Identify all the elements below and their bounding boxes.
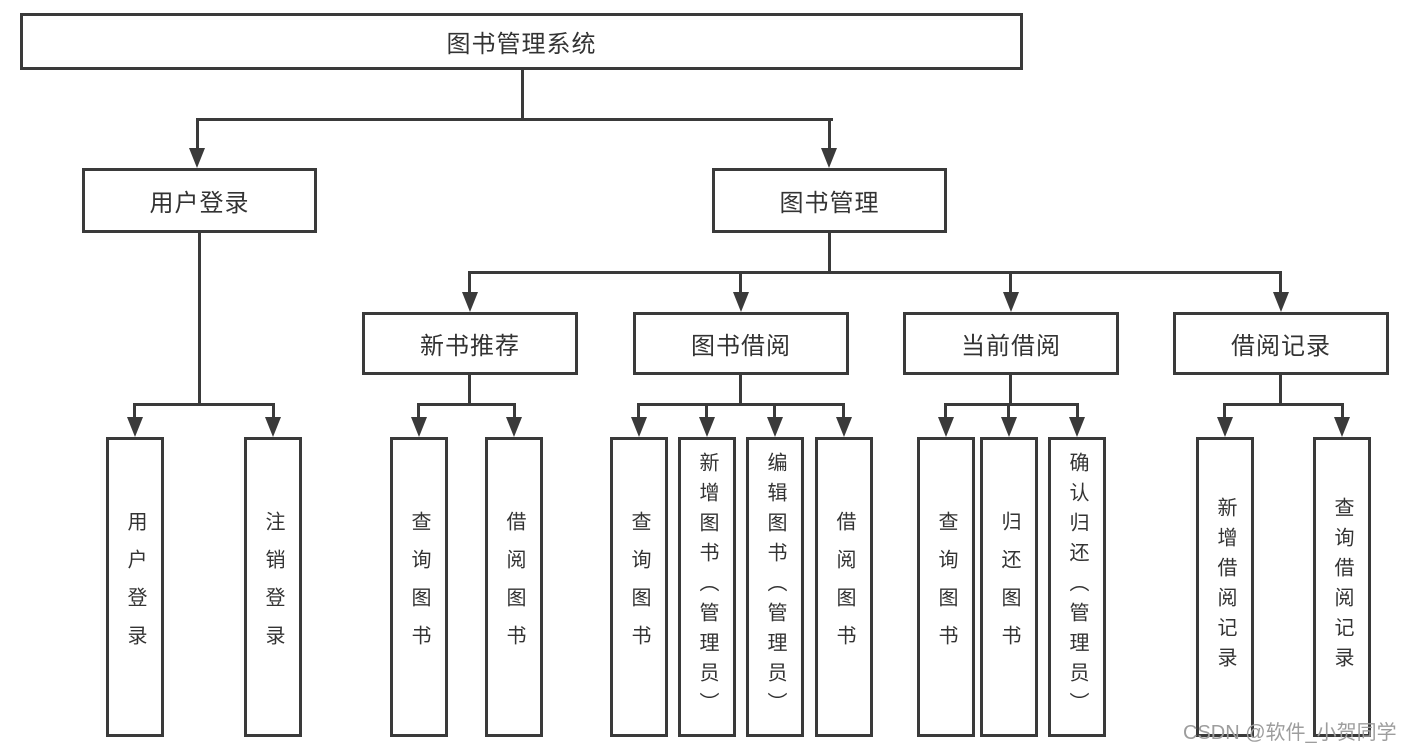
connector-line [133,403,136,419]
arrow-down-icon [836,417,852,437]
leaf-br-query-record: 查询借阅记录 [1313,437,1371,737]
connector-line [1223,403,1344,406]
connector-line [739,271,742,294]
leaf-label: 查询图书 [408,511,430,663]
leaf-nb-query-book: 查询图书 [390,437,448,737]
leaf-label: 确认归还（管理员） [1066,452,1088,722]
connector-line [1279,375,1282,406]
leaf-label: 借阅图书 [503,511,525,663]
connector-line [944,403,947,419]
arrow-down-icon [733,292,749,312]
leaf-label: 新增借阅记录 [1214,497,1236,677]
connector-line [1279,271,1282,294]
leaf-cb-query-book: 查询图书 [917,437,975,737]
leaf-logout: 注销登录 [244,437,302,737]
arrow-down-icon [462,292,478,312]
arrow-down-icon [699,417,715,437]
connector-line [739,375,742,406]
connector-line [1341,403,1344,419]
connector-line [1076,403,1079,419]
arrow-down-icon [265,417,281,437]
arrow-down-icon [1069,417,1085,437]
leaf-label: 新增图书（管理员） [696,452,718,722]
connector-line [842,403,845,419]
arrow-down-icon [189,148,205,168]
connector-line [637,403,845,406]
connector-line [196,118,833,121]
arrow-down-icon [1001,417,1017,437]
arrow-down-icon [127,417,143,437]
connector-line [1009,375,1012,406]
leaf-cb-confirm-return-admin: 确认归还（管理员） [1048,437,1106,737]
arrow-down-icon [411,417,427,437]
connector-line [417,403,420,419]
node-user-login: 用户登录 [82,168,317,233]
leaf-bb-edit-book-admin: 编辑图书（管理员） [746,437,804,737]
connector-line [1009,271,1012,294]
leaf-cb-return-book: 归还图书 [980,437,1038,737]
connector-line [1007,403,1010,419]
leaf-label: 查询借阅记录 [1331,497,1353,677]
arrow-down-icon [767,417,783,437]
leaf-label: 查询图书 [628,511,650,663]
connector-line [705,403,708,419]
connector-line [828,118,831,151]
node-book-management: 图书管理 [712,168,947,233]
leaf-user-login: 用户登录 [106,437,164,737]
connector-line [1223,403,1226,419]
arrow-down-icon [1003,292,1019,312]
connector-line [521,70,524,121]
connector-line [198,233,201,406]
leaf-label: 编辑图书（管理员） [764,452,786,722]
connector-line [468,271,1282,274]
leaf-label: 归还图书 [998,511,1020,663]
leaf-label: 借阅图书 [833,511,855,663]
watermark: CSDN @软件_小贺同学 [1183,722,1397,744]
arrow-down-icon [1217,417,1233,437]
connector-line [513,403,516,419]
leaf-bb-add-book-admin: 新增图书（管理员） [678,437,736,737]
leaf-bb-borrow-book: 借阅图书 [815,437,873,737]
connector-line [133,403,275,406]
arrow-down-icon [821,148,837,168]
arrow-down-icon [1334,417,1350,437]
arrow-down-icon [1273,292,1289,312]
connector-line [637,403,640,419]
connector-line [196,118,199,151]
connector-line [468,375,471,406]
leaf-label: 用户登录 [124,511,146,663]
connector-line [272,403,275,419]
arrow-down-icon [938,417,954,437]
connector-line [468,271,471,294]
node-borrow-records: 借阅记录 [1173,312,1389,375]
leaf-label: 注销登录 [262,511,284,663]
arrow-down-icon [506,417,522,437]
arrow-down-icon [631,417,647,437]
connector-line [417,403,516,406]
leaf-nb-borrow-book: 借阅图书 [485,437,543,737]
node-library-system: 图书管理系统 [20,13,1023,70]
leaf-label: 查询图书 [935,511,957,663]
node-current-borrow: 当前借阅 [903,312,1119,375]
connector-line [944,403,1079,406]
connector-line [828,233,831,274]
connector-line [773,403,776,419]
node-book-borrow: 图书借阅 [633,312,849,375]
leaf-bb-query-book: 查询图书 [610,437,668,737]
node-new-book-recommend: 新书推荐 [362,312,578,375]
leaf-br-add-record: 新增借阅记录 [1196,437,1254,737]
